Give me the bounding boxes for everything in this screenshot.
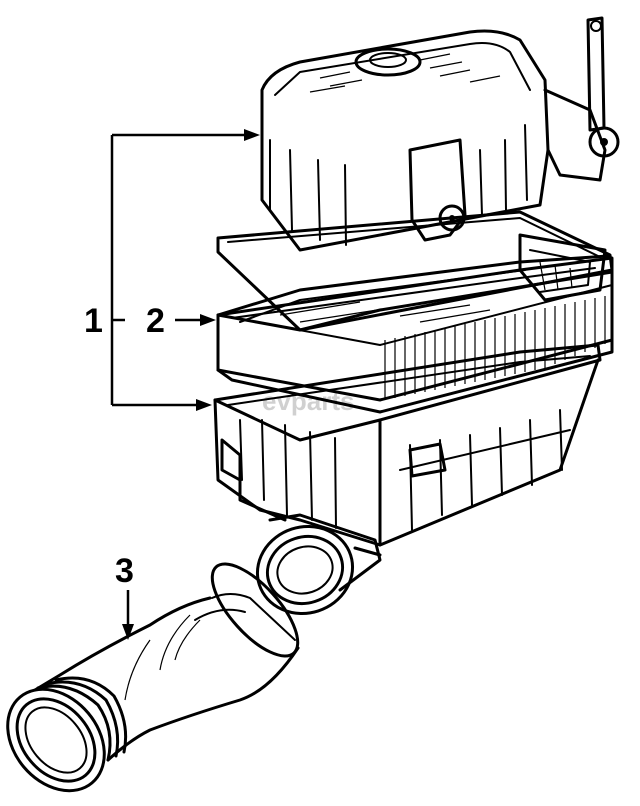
callout-2-leader bbox=[175, 314, 216, 326]
intake-duct-hose bbox=[6, 562, 300, 793]
watermark: evparts bbox=[262, 386, 355, 416]
callout-3-leader bbox=[122, 590, 134, 640]
air-filter-element bbox=[216, 254, 614, 414]
callout-1-leader bbox=[110, 129, 260, 411]
air-cleaner-lower-housing bbox=[213, 343, 602, 592]
callout-label-2: 2 bbox=[146, 302, 165, 340]
air-cleaner-cover bbox=[216, 29, 614, 332]
callout-label-1: 1 bbox=[84, 302, 103, 340]
callout-3-arrow bbox=[122, 624, 134, 640]
callout-1-arrow-bottom bbox=[196, 399, 212, 411]
callout-label-3: 3 bbox=[115, 552, 134, 590]
callout-1-arrow-top bbox=[244, 129, 260, 141]
housing-outlet-ring bbox=[255, 524, 355, 616]
callout-2-arrow bbox=[200, 314, 216, 326]
hold-down-stud bbox=[586, 16, 620, 158]
